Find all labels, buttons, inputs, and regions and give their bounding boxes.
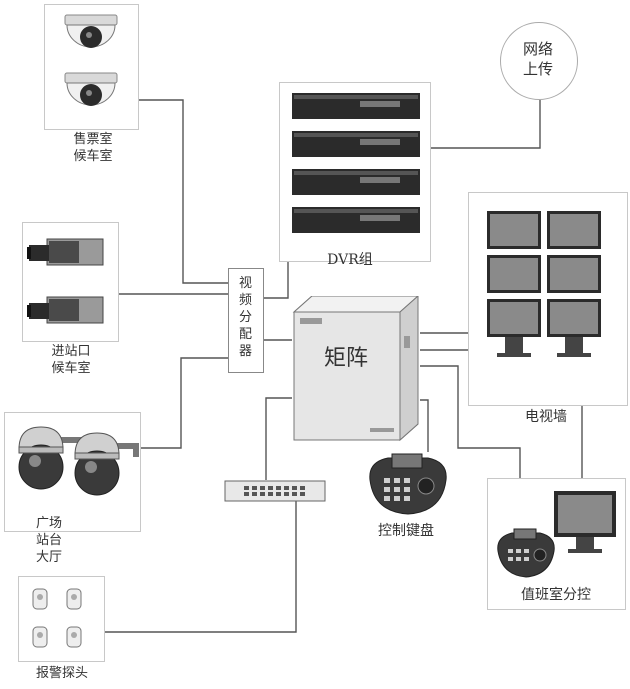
monitor-icon xyxy=(487,211,601,357)
duty-room-label: 值班室分控 xyxy=(521,587,591,603)
wire-dvr-network xyxy=(429,100,541,149)
entrance-room-label-1: 进站口 xyxy=(51,344,91,359)
dvr-recorder-icon xyxy=(292,93,420,233)
ticket-room-label-1: 售票室 xyxy=(73,132,113,147)
plaza-label-3: 大厅 xyxy=(35,550,62,565)
alarm-sensor-label: 报警探头 xyxy=(35,666,88,681)
splitter-label-4: 配 xyxy=(238,327,252,342)
dome-camera-group xyxy=(44,4,139,130)
wire-ptz-cameras xyxy=(140,357,228,449)
splitter-label-1: 视 xyxy=(238,276,252,291)
duty-monitor-icon xyxy=(554,491,616,553)
splitter-label-5: 器 xyxy=(238,344,252,359)
wire-switch-alarm xyxy=(104,500,297,633)
entrance-room-label-2: 候车室 xyxy=(51,361,91,376)
tv-wall xyxy=(468,192,628,406)
network-switch-icon xyxy=(224,480,326,502)
matrix-switcher-icon xyxy=(292,296,419,442)
matrix-label: 矩阵 xyxy=(323,346,368,371)
network-upload-label-1: 网络 xyxy=(522,40,553,58)
duty-room-devices xyxy=(497,491,616,578)
tv-wall-label: 电视墙 xyxy=(525,409,567,425)
wire-matrix-switch xyxy=(265,397,292,480)
duty-keyboard-icon xyxy=(497,528,555,578)
box-camera-group xyxy=(22,222,119,342)
dome-camera-icon xyxy=(64,14,118,106)
matrix-switcher xyxy=(290,296,420,442)
control-keyboard xyxy=(364,450,452,520)
alarm-sensor-group xyxy=(18,576,105,662)
plaza-label-2: 站台 xyxy=(35,533,62,548)
ptz-camera-group xyxy=(4,412,141,532)
dvr-group xyxy=(279,82,431,262)
video-splitter xyxy=(228,268,264,373)
network-upload-label-2: 上传 xyxy=(522,60,553,78)
ptz-camera-icon xyxy=(18,426,139,496)
dvr-group-label: DVR组 xyxy=(327,252,373,268)
splitter-label-3: 分 xyxy=(238,310,252,325)
duty-room xyxy=(487,478,626,610)
control-keyboard-label: 控制键盘 xyxy=(378,523,434,539)
ticket-room-label-2: 候车室 xyxy=(73,149,113,164)
keyboard-controller-icon xyxy=(369,453,447,515)
wire-matrix-duty-2 xyxy=(420,365,521,530)
alarm-sensor-icon xyxy=(32,588,82,648)
box-camera-icon xyxy=(27,238,104,324)
splitter-label-2: 频 xyxy=(238,293,252,308)
wire-splitter-dvr xyxy=(263,258,289,299)
plaza-label-1: 广场 xyxy=(35,516,62,531)
wire-dome-cameras xyxy=(138,99,228,284)
network-switch xyxy=(224,480,326,502)
network-upload-node xyxy=(500,22,578,100)
wire-matrix-keyboard xyxy=(420,399,429,452)
